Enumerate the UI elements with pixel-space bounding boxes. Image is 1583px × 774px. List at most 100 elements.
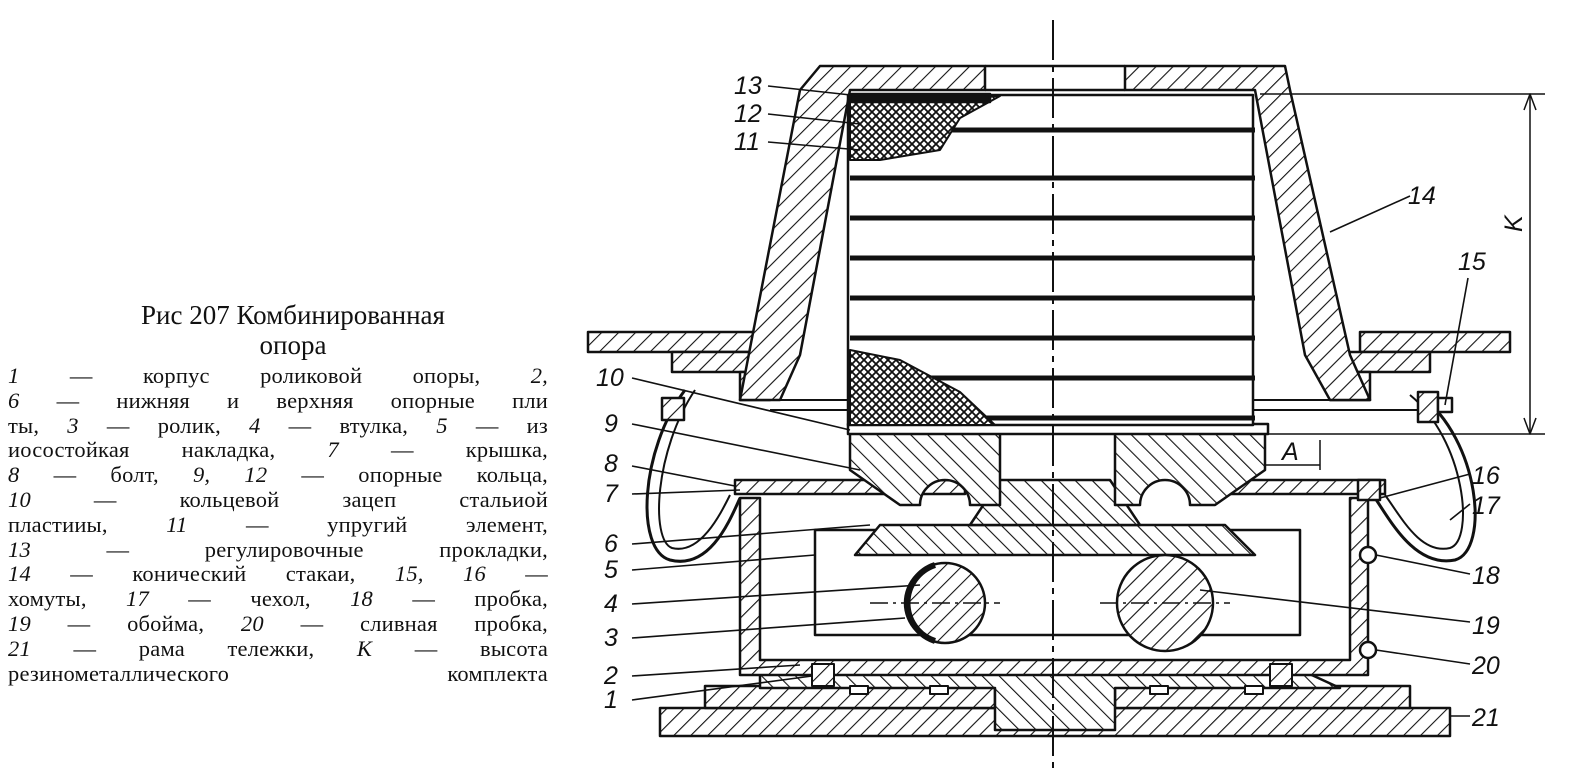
legend-number: 19 — [8, 610, 31, 636]
label-7: 7 — [604, 480, 619, 508]
figure-caption: Рис 207 Комбинированная опора 1 — корпус… — [8, 300, 548, 686]
caption-title: Рис 207 Комбинированная опора — [8, 300, 548, 360]
legend-number: 18 — [350, 586, 373, 612]
clamp-16 — [1356, 478, 1382, 502]
legend-line: резинометаллического комплекта — [8, 660, 548, 687]
legend-text: — упругий элемент, — [187, 511, 548, 537]
legend-number: 3 — [67, 412, 79, 438]
legend-text: — высота — [372, 635, 549, 661]
top-support-plate — [853, 523, 1257, 557]
support-assembly-drawing: 13 12 11 14 15 10 9 8 7 6 5 4 3 2 1 16 1… — [586, 20, 1545, 774]
label-18: 18 — [1472, 562, 1500, 590]
caption-legend: 1 — корпус роликовой опоры, 2,6 — нижняя… — [8, 363, 549, 687]
legend-text: — болт, — [19, 462, 193, 488]
legend-line: 8 — болт, 9, 12 — опорные кольца, — [8, 462, 549, 488]
legend-line: 1 — корпус роликовой опоры, 2, — [8, 363, 548, 389]
legend-number: 9, 12 — [192, 462, 268, 488]
label-12: 12 — [734, 100, 762, 128]
boot-right — [1373, 393, 1477, 563]
legend-number: 1 — [8, 363, 20, 388]
legend-number: 20 — [240, 610, 264, 636]
legend-number: K — [356, 635, 373, 661]
legend-number: 10 — [8, 486, 31, 512]
legend-text: пластииы, — [8, 511, 167, 537]
flange-left — [586, 330, 760, 354]
rubber-section-bottom — [849, 349, 996, 426]
drain-plug — [1358, 640, 1378, 660]
legend-line: 13 — регулировочные прокладки, — [8, 536, 548, 563]
legend-line: иосостойкая накладка, 7 — крышка, — [8, 437, 548, 463]
legend-number: 21 — [8, 635, 31, 661]
label-13: 13 — [734, 72, 762, 100]
legend-text: ты, — [8, 412, 68, 438]
label-9: 9 — [604, 410, 618, 438]
legend-line: пластииы, 11 — упругий элемент, — [8, 511, 548, 538]
legend-number: 17 — [126, 586, 149, 612]
label-3: 3 — [604, 624, 618, 652]
legend-number: 13 — [8, 536, 31, 562]
legend-text: — кольцевой зацеп стальиой — [30, 486, 548, 512]
legend-text: — нижняя и верхняя опорные пли — [19, 387, 548, 413]
legend-number: 11 — [166, 511, 188, 537]
label-6: 6 — [604, 530, 618, 558]
legend-text: — из — [447, 412, 548, 438]
label-14: 14 — [1408, 182, 1436, 210]
label-4: 4 — [604, 590, 618, 618]
label-2: 2 — [603, 662, 618, 690]
label-20: 20 — [1471, 652, 1500, 680]
legend-line: хомуты, 17 — чехол, 18 — пробка, — [8, 586, 548, 612]
boot-left — [645, 389, 742, 563]
caption-title-line2: опора — [259, 330, 327, 360]
legend-number: 4 — [249, 412, 261, 438]
legend-text: — обойма, — [30, 610, 241, 636]
legend-number: 2, — [530, 363, 548, 388]
legend-text: — конический стакаи, — [30, 561, 395, 587]
legend-line: 10 — кольцевой зацеп стальиой — [8, 486, 548, 513]
label-k: K — [1500, 214, 1528, 232]
legend-text: резинометаллического комплекта — [8, 660, 548, 686]
legend-line: 6 — нижняя и верхняя опорные пли — [8, 387, 548, 414]
legend-text: — — [485, 561, 548, 587]
legend-line: 21 — рама тележки, K — высота — [8, 635, 549, 662]
support-ring-left — [848, 428, 1002, 507]
label-1: 1 — [604, 686, 618, 714]
legend-text: — опорные кольца, — [267, 462, 549, 488]
label-15: 15 — [1458, 248, 1486, 276]
legend-text: иосостойкая накладка, — [8, 437, 328, 463]
flange-lower-right — [1343, 350, 1432, 374]
label-10: 10 — [596, 364, 624, 392]
legend-text: — чехол, — [148, 586, 351, 612]
label-8: 8 — [604, 450, 618, 478]
support-ring-right — [1113, 428, 1267, 507]
label-21: 21 — [1471, 704, 1500, 732]
roller-support-housing — [738, 496, 1370, 677]
legend-number: 7 — [327, 437, 339, 463]
legend-line: ты, 3 — ролик, 4 — втулка, 5 — из — [8, 412, 548, 439]
flange-right — [1358, 330, 1512, 354]
legend-text: — крышка, — [338, 437, 548, 463]
legend-text: хомуты, — [8, 586, 127, 612]
legend-text: — втулка, — [260, 412, 437, 438]
legend-text: — рама тележки, — [30, 635, 357, 661]
legend-number: 15, 16 — [394, 561, 486, 587]
caption-title-line1: Рис 207 Комбинированная — [141, 300, 445, 330]
label-16: 16 — [1472, 462, 1500, 490]
legend-text: — ролик, — [78, 412, 250, 438]
legend-number: 8 — [8, 462, 20, 488]
legend-text: — корпус роликовой опоры, — [19, 363, 531, 388]
shim-plates — [848, 92, 992, 104]
plug — [1358, 545, 1378, 565]
rubber-section-top — [849, 95, 1001, 161]
legend-line: 19 — обойма, 20 — сливная пробка, — [8, 610, 548, 637]
legend-text: — регулировочные прокладки, — [30, 536, 548, 562]
legend-number: 6 — [8, 387, 20, 413]
label-5: 5 — [604, 556, 618, 584]
legend-number: 5 — [436, 412, 448, 438]
label-11: 11 — [734, 128, 760, 156]
legend-text: — сливная пробка, — [263, 610, 548, 636]
clamp-left — [660, 396, 686, 422]
legend-text: — пробка, — [373, 586, 548, 612]
flange-lower-left — [670, 350, 759, 374]
label-a: A — [1280, 438, 1299, 466]
label-19: 19 — [1472, 612, 1500, 640]
